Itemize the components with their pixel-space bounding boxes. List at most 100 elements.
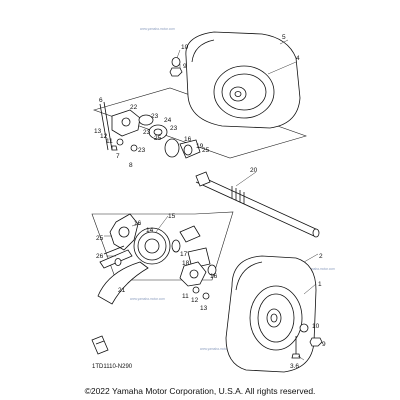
upper-hub-carrier bbox=[99, 101, 201, 159]
callout-18: 18 bbox=[182, 260, 190, 267]
callout-12: 12 bbox=[191, 297, 199, 304]
leader bbox=[279, 39, 289, 45]
callout-26: 26 bbox=[96, 253, 104, 260]
label-tag-icon bbox=[91, 335, 109, 355]
lower-nut-washer bbox=[291, 323, 323, 359]
callout-8: 8 bbox=[129, 162, 133, 169]
watermark: www.yamaha-motor.com bbox=[200, 347, 235, 351]
leader bbox=[235, 171, 257, 187]
sprocket-hub-14 bbox=[109, 213, 139, 251]
nut-13b bbox=[202, 292, 210, 300]
lower-carrier-hole bbox=[189, 269, 199, 279]
sprocket-21 bbox=[133, 227, 171, 265]
chain-guard-26 bbox=[97, 261, 149, 305]
sprocket-inner-ring bbox=[137, 231, 167, 261]
seal-16b bbox=[207, 264, 217, 276]
callout-4: 4 bbox=[296, 55, 300, 62]
leader bbox=[176, 49, 181, 59]
callout-23: 23 bbox=[143, 129, 151, 136]
lower-rim-inner bbox=[257, 293, 295, 343]
carrier-hole bbox=[121, 117, 131, 127]
callouts: 5 4 10 9 6 22 23 24 23 23 25 23 13 12 11… bbox=[94, 34, 326, 370]
axle-lower-edge bbox=[195, 181, 315, 237]
callout-13: 13 bbox=[200, 305, 208, 312]
callout-11: 11 bbox=[106, 138, 113, 145]
callout-25: 25 bbox=[96, 235, 104, 242]
callout-23: 23 bbox=[170, 125, 178, 132]
tire-tread-line bbox=[191, 39, 215, 63]
washer-10 bbox=[171, 57, 181, 67]
seal-16 bbox=[183, 144, 193, 156]
chain-link-row bbox=[103, 245, 125, 255]
callout-21: 21 bbox=[118, 287, 126, 294]
bearing-24 bbox=[148, 124, 168, 140]
callout-1: 1 bbox=[318, 281, 322, 288]
tire-tread-line bbox=[235, 261, 263, 291]
lower-sprocket-assembly bbox=[97, 213, 211, 305]
callout-25: 25 bbox=[154, 135, 162, 142]
callout-6: 6 bbox=[99, 97, 103, 104]
bracket-15 bbox=[179, 225, 201, 243]
callout-20: 20 bbox=[250, 167, 258, 174]
rear-axle bbox=[195, 171, 320, 238]
callout-9: 9 bbox=[322, 341, 326, 348]
axle-tip bbox=[312, 228, 320, 238]
washer-25 bbox=[114, 258, 122, 266]
lower-carrier bbox=[179, 261, 207, 287]
lower-reference-plate bbox=[91, 211, 234, 281]
carrier-plate-8 bbox=[111, 109, 141, 137]
axle-end bbox=[195, 171, 211, 187]
callout-11: 11 bbox=[182, 293, 189, 300]
callout-19: 19 bbox=[196, 143, 204, 150]
leader bbox=[303, 253, 319, 263]
callout-2: 2 bbox=[319, 253, 323, 260]
callout-16: 16 bbox=[184, 136, 192, 143]
callout-22: 22 bbox=[130, 104, 138, 111]
upper-wheel-assembly bbox=[185, 31, 301, 129]
label-tag bbox=[91, 335, 109, 355]
watermark: www.yamaha-motor.com bbox=[300, 267, 335, 271]
label-tag-line bbox=[95, 340, 105, 345]
collar-22 bbox=[138, 114, 154, 126]
callout-23: 23 bbox=[151, 113, 159, 120]
bolt-6 bbox=[99, 103, 109, 151]
watermark: www.yamaha-motor.com bbox=[140, 27, 175, 31]
bolt-36-head bbox=[291, 353, 301, 359]
reference-plates bbox=[91, 87, 307, 281]
leader-lines bbox=[104, 39, 319, 361]
callout-5: 5 bbox=[282, 34, 286, 41]
upper-hub bbox=[229, 86, 247, 102]
callout-13: 13 bbox=[94, 128, 102, 135]
sprocket-center bbox=[144, 238, 160, 254]
callout-9: 9 bbox=[183, 63, 187, 70]
leader bbox=[297, 355, 305, 361]
nut-9b bbox=[309, 337, 323, 347]
hub-25 bbox=[164, 138, 180, 158]
callout-7: 7 bbox=[116, 153, 120, 160]
lower-hub bbox=[266, 308, 282, 328]
callout-16: 16 bbox=[134, 220, 142, 227]
collar-17 bbox=[171, 239, 181, 253]
lower-wheel-assembly bbox=[225, 255, 317, 373]
bearing-bore bbox=[153, 128, 163, 136]
washer-10b bbox=[299, 323, 309, 333]
lower-hub-carrier bbox=[179, 261, 217, 300]
callout-16: 16 bbox=[210, 273, 218, 280]
upper-rim-inner bbox=[221, 73, 267, 111]
callout-23: 23 bbox=[138, 147, 146, 154]
sprocket-hub-bore bbox=[118, 226, 130, 238]
callout-24: 24 bbox=[164, 117, 172, 124]
callout-10: 10 bbox=[181, 44, 189, 51]
upper-reference-plate bbox=[93, 87, 307, 159]
callout-17: 17 bbox=[180, 251, 188, 258]
upper-nut-washer bbox=[169, 57, 183, 77]
copyright-notice: ©2022 Yamaha Motor Corporation, U.S.A. A… bbox=[84, 386, 316, 396]
leader bbox=[303, 283, 317, 295]
callout-15: 15 bbox=[168, 213, 176, 220]
nut-11 bbox=[130, 144, 138, 152]
leader bbox=[131, 223, 141, 227]
nut-9 bbox=[169, 67, 183, 77]
callout-14: 14 bbox=[146, 227, 154, 234]
callout-3-6: 3.6 bbox=[290, 363, 299, 370]
